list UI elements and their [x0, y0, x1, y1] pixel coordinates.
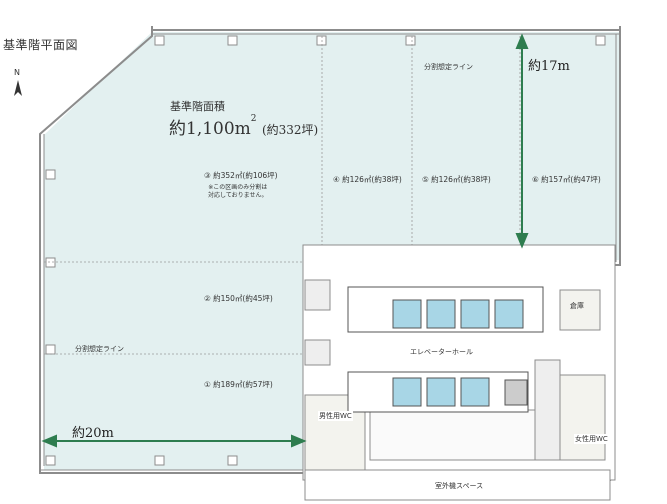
elevator-hall-label: エレベーターホール [410, 348, 473, 356]
zone-3-note: ※この区画のみ分割は 対応しておりません。 [208, 184, 267, 200]
mens-wc-label: 男性用WC [318, 411, 353, 421]
dimension-height: 約17m [528, 59, 570, 74]
division-lines [44, 36, 521, 355]
outdoor-unit-space-label: 室外機スペース [435, 482, 484, 490]
core-area [302, 244, 616, 501]
floor-area-heading: 基準階面積 [170, 100, 225, 113]
north-label: N [14, 68, 20, 77]
elevators [347, 286, 544, 413]
area-tsubo: (約332坪) [261, 123, 319, 137]
area-prefix: 約 [169, 119, 186, 139]
dimension-arrows [41, 33, 529, 448]
zone-3-label: ③ 約352㎡(約106坪) [204, 171, 278, 180]
area-unit-sup: 2 [250, 114, 257, 124]
zone-3-note-line-1: ※この区画のみ分割は [208, 184, 268, 191]
zone-6-label: ⑥ 約157㎡(約47坪) [532, 175, 601, 184]
page-title: 基準階平面図 [3, 38, 79, 52]
outer-wall-left [39, 26, 303, 474]
zone-2-label: ② 約150㎡(約45坪) [204, 294, 273, 303]
north-arrow-icon [14, 80, 22, 96]
area-unit: m [234, 119, 251, 139]
zone-4-label: ④ 約126㎡(約38坪) [333, 175, 402, 184]
floor-area-total: 約1,100m2 (約332坪) [169, 114, 318, 139]
zone-1-label: ① 約189㎡(約57坪) [204, 380, 273, 389]
storage-label: 倉庫 [570, 302, 584, 310]
division-line-label-top: 分割想定ライン [424, 63, 473, 71]
womens-wc-label: 女性用WC [574, 434, 609, 444]
division-line-label-left: 分割想定ライン [75, 345, 124, 353]
zone-3-note-line-2: 対応しておりません。 [208, 192, 268, 199]
area-value: 1,100 [186, 119, 235, 139]
dimension-width: 約20m [72, 426, 114, 441]
zone-5-label: ⑤ 約126㎡(約38坪) [422, 175, 491, 184]
